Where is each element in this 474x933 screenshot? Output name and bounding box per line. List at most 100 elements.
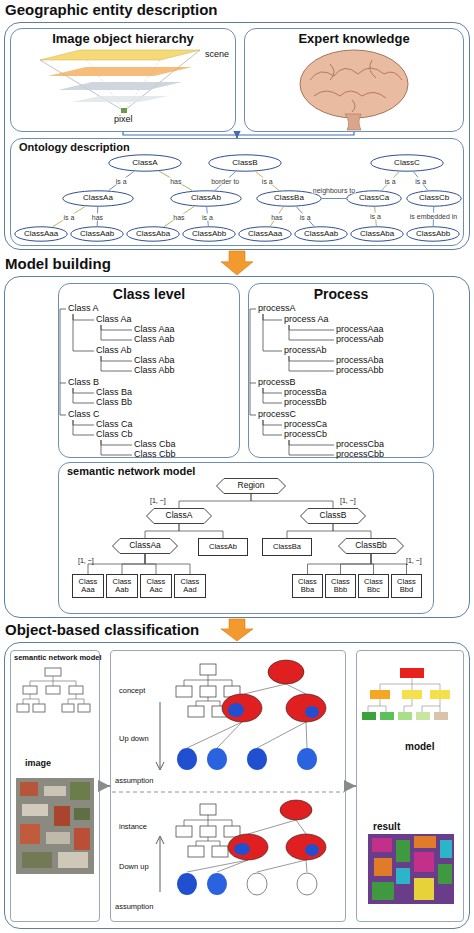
classification-process xyxy=(112,660,344,895)
edge-label: has xyxy=(169,177,182,184)
edge-label: is a xyxy=(384,178,397,185)
ellipse-shape xyxy=(15,227,67,241)
model-tree xyxy=(362,712,376,720)
edge-label: is a xyxy=(62,213,75,220)
node-text: Image object hierarchy xyxy=(11,32,235,46)
flow-line xyxy=(237,132,354,138)
node-text: Expert knowledge xyxy=(245,32,463,46)
hexagon-shape xyxy=(301,509,366,524)
result-map xyxy=(438,864,452,884)
class-box: Class Aac xyxy=(140,574,172,598)
node-text: ClassAaa xyxy=(238,226,292,242)
node-text: ClassAa xyxy=(62,190,134,207)
tree-item: Class Cb xyxy=(96,430,133,440)
classification-process xyxy=(222,694,262,722)
aerial-image xyxy=(44,786,66,796)
edge-label: is a xyxy=(369,213,382,220)
brain-illustration xyxy=(345,114,361,130)
flow-line xyxy=(123,132,237,138)
classification-process xyxy=(212,846,228,857)
edge-label: is embedded in xyxy=(409,213,458,220)
tree-item: Class Cba xyxy=(134,440,176,450)
tree-line xyxy=(289,440,334,455)
tree-item: processCbb xyxy=(336,450,384,460)
classification-process xyxy=(247,873,267,895)
tree-item: processAba xyxy=(336,356,384,366)
mini-semantic-tree xyxy=(23,676,84,704)
result-map xyxy=(368,834,454,904)
node-text: concept xyxy=(119,687,145,695)
tree-item: Class Ab xyxy=(96,346,132,356)
relation-line xyxy=(270,207,283,226)
node-text: ClassA xyxy=(146,508,212,524)
node-text: assumption xyxy=(115,777,153,785)
tree-line xyxy=(101,325,132,330)
node-text: ClassAa xyxy=(112,538,178,554)
model-tree xyxy=(402,690,422,699)
edge-label: neighbours to xyxy=(312,186,356,193)
tree-item: processCba xyxy=(336,440,384,450)
tree-item: Class Aab xyxy=(134,335,175,345)
tree-connector xyxy=(122,554,145,574)
result-map xyxy=(372,882,394,900)
class-box: ClassBa xyxy=(262,538,312,556)
tree-item: processAaa xyxy=(336,325,384,335)
tree-line xyxy=(250,415,256,416)
brain-illustration xyxy=(300,50,408,118)
aerial-image xyxy=(22,852,52,868)
relation-line xyxy=(159,171,192,190)
node-text: Up down xyxy=(119,735,149,743)
edge-label: is a xyxy=(299,213,312,220)
node-text: ClassAba xyxy=(350,226,404,242)
node-text: ClassB xyxy=(300,508,366,524)
tree-item: processCb xyxy=(284,430,327,440)
mini-semantic-tree xyxy=(17,668,90,712)
tree-connector xyxy=(371,554,407,574)
tree-connector xyxy=(341,554,372,574)
edge-label: is a xyxy=(414,178,427,185)
aerial-image xyxy=(46,832,70,844)
class-hexagon: ClassB xyxy=(300,508,366,524)
layer-label: pixel xyxy=(114,115,133,125)
tree-item: processBa xyxy=(284,388,327,398)
classification-process xyxy=(224,826,240,837)
classification-process xyxy=(188,846,204,857)
tree-line xyxy=(73,314,94,320)
tree-line xyxy=(250,383,256,384)
tree-item: processAab xyxy=(336,335,384,345)
node-text: ClassBb xyxy=(338,538,404,554)
tree-line xyxy=(101,325,132,340)
node-text: Class Aab xyxy=(107,575,137,597)
relation-line xyxy=(53,206,86,226)
tree-item: Class Bb xyxy=(96,398,132,408)
tree-line xyxy=(263,314,282,320)
node-text: image xyxy=(25,759,51,769)
relation-line xyxy=(296,207,314,226)
class-box: Class Aad xyxy=(174,574,206,598)
node-text: Geographic entity description xyxy=(5,2,218,19)
tree-line xyxy=(73,388,94,403)
result-map xyxy=(396,868,410,884)
model-tree xyxy=(370,690,390,699)
node-text: Ontology description xyxy=(19,141,130,153)
class-hexagon: ClassA xyxy=(146,508,212,524)
ellipse-shape xyxy=(109,155,181,171)
aerial-image xyxy=(58,852,88,868)
node-text: ClassAab xyxy=(70,226,124,242)
classification-process xyxy=(268,660,304,684)
tree-line xyxy=(60,309,66,310)
tree-connector xyxy=(145,524,179,538)
tree-item: processAbb xyxy=(336,366,384,376)
class-ellipse: ClassAab xyxy=(294,226,348,242)
node-text: ClassBa xyxy=(263,539,311,555)
relation-line xyxy=(109,172,134,191)
class-ellipse: ClassAab xyxy=(70,226,124,242)
aerial-image xyxy=(16,778,94,874)
node-text: ClassAb xyxy=(170,190,242,207)
tree-item: Class Cbb xyxy=(134,450,176,460)
classification-process xyxy=(200,804,216,815)
node-text: Class Aad xyxy=(175,575,205,597)
classification-process xyxy=(200,686,216,697)
result-map xyxy=(414,852,434,872)
tree-item: Class Aa xyxy=(96,315,132,325)
